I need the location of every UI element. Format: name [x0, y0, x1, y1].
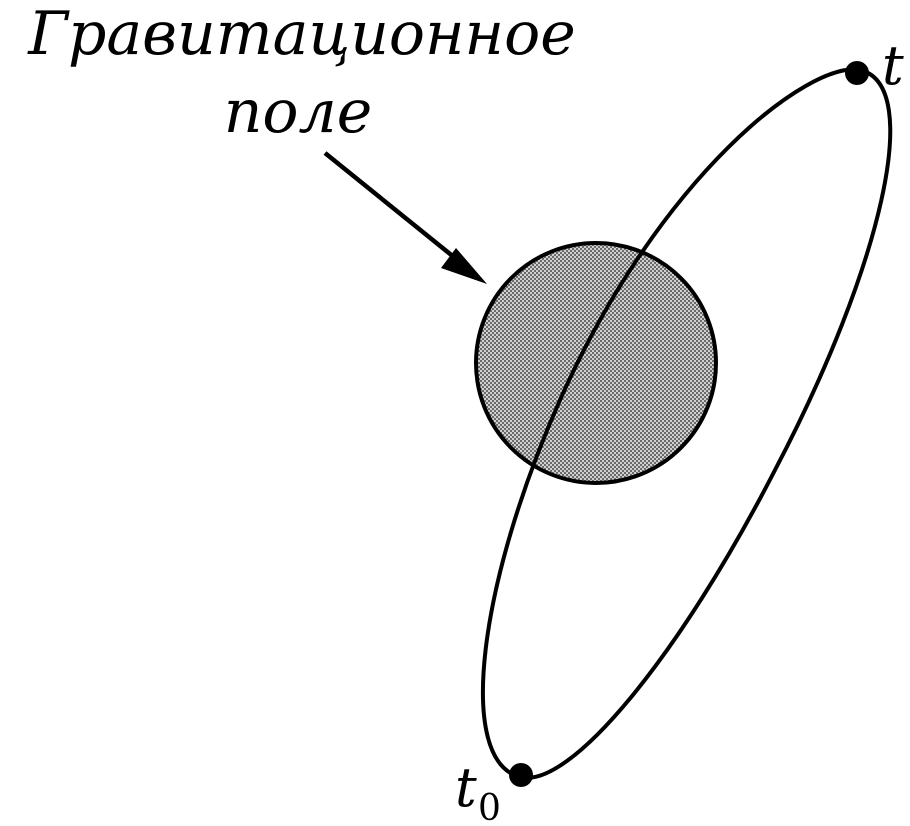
- start-point-marker: [509, 763, 533, 787]
- start-point-subscript: 0: [478, 788, 501, 826]
- title-line-2: поле: [224, 77, 372, 147]
- gravitational-field-circle: [474, 241, 718, 485]
- end-point-marker: [845, 61, 869, 85]
- start-point-label: t: [455, 756, 477, 819]
- pointer-arrow-icon: [323, 151, 487, 284]
- end-point-label: t: [882, 34, 904, 97]
- title-line-1: Гравитационное: [27, 0, 575, 69]
